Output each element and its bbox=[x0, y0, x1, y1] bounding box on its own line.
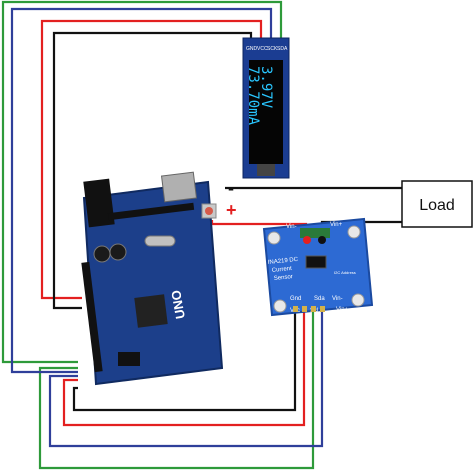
oled-display: GND VCC SCK SDA 3.97V 73.70mA bbox=[242, 37, 290, 179]
sensor-mount-hole-bl bbox=[273, 299, 287, 313]
power-supply-terminals: - + bbox=[226, 178, 237, 220]
arduino-icsp-header bbox=[118, 352, 140, 366]
arduino-mcu-chip bbox=[134, 294, 168, 328]
supply-plus-label: + bbox=[226, 200, 237, 220]
sensor-mount-hole-br bbox=[351, 293, 365, 307]
sensor-terminal-right bbox=[318, 236, 326, 244]
sensor-mount-hole-tl bbox=[267, 231, 281, 245]
sensor-title-3: Sensor bbox=[274, 274, 294, 282]
arduino-capacitor-2 bbox=[109, 243, 127, 261]
sensor-pin-scl bbox=[320, 306, 325, 312]
oled-pin-vcc: VCC bbox=[257, 46, 268, 52]
arduino-power-jack bbox=[83, 178, 115, 228]
wire-green-sensor bbox=[38, 312, 315, 470]
wire-blue-sensor bbox=[48, 312, 324, 448]
sensor-shunt-resistor bbox=[305, 255, 327, 269]
arduino-top-header bbox=[107, 202, 195, 221]
sensor-vin-minus-bottom: Vin- bbox=[332, 296, 343, 302]
sensor-gnd-label: Gnd bbox=[290, 296, 301, 302]
sensor-address-label: I2C Address bbox=[334, 270, 356, 275]
sensor-pin-vcc bbox=[302, 306, 307, 312]
arduino-usb-jack bbox=[160, 171, 198, 203]
ina219-sensor: Vin- Vin+ INA219 DC Current Sensor I2C A… bbox=[262, 217, 374, 317]
load-box bbox=[401, 180, 473, 228]
oled-current-readout: 73.70mA bbox=[245, 66, 261, 126]
sensor-terminal-block bbox=[300, 228, 330, 238]
wire-black-oled bbox=[52, 31, 253, 310]
wire-green-oled bbox=[1, 0, 283, 364]
arduino-crystal bbox=[144, 235, 176, 247]
sensor-vin-plus-bottom: Vin+ bbox=[336, 307, 349, 313]
wire-red-oled bbox=[40, 19, 263, 300]
sensor-pin-sda bbox=[311, 306, 316, 312]
arduino-capacitor-1 bbox=[93, 245, 111, 263]
supply-minus-label: - bbox=[228, 178, 234, 198]
sensor-vin-plus-top: Vin+ bbox=[330, 222, 343, 228]
arduino-reset-cap bbox=[205, 207, 213, 215]
sensor-mount-hole-tr bbox=[347, 225, 361, 239]
sensor-title-2: Current bbox=[272, 266, 293, 274]
arduino-uno-board: UNO bbox=[81, 171, 224, 386]
oled-pin-gnd: GND bbox=[246, 46, 258, 52]
sensor-sda-label: Sda bbox=[314, 296, 325, 302]
oled-screen bbox=[249, 60, 283, 164]
sensor-title-1: INA219 DC bbox=[268, 257, 299, 266]
wire-blue-oled bbox=[10, 7, 273, 374]
oled-voltage-readout: 3.97V bbox=[258, 66, 274, 109]
sensor-pin-gnd bbox=[293, 306, 298, 312]
sensor-vin-minus-top: Vin- bbox=[286, 224, 297, 230]
wire-red-sensor-vcc bbox=[62, 312, 306, 427]
load-label: Load bbox=[419, 197, 455, 214]
wire-black-sensor-gnd bbox=[72, 312, 297, 412]
arduino-left-header bbox=[81, 261, 103, 373]
oled-pin-sck: SCK bbox=[267, 46, 278, 52]
arduino-logo: UNO bbox=[168, 289, 188, 320]
load-block: Load bbox=[401, 180, 473, 228]
oled-ribbon bbox=[257, 164, 275, 176]
sensor-terminal-left bbox=[303, 236, 311, 244]
oled-pin-sda: SDA bbox=[277, 46, 288, 52]
